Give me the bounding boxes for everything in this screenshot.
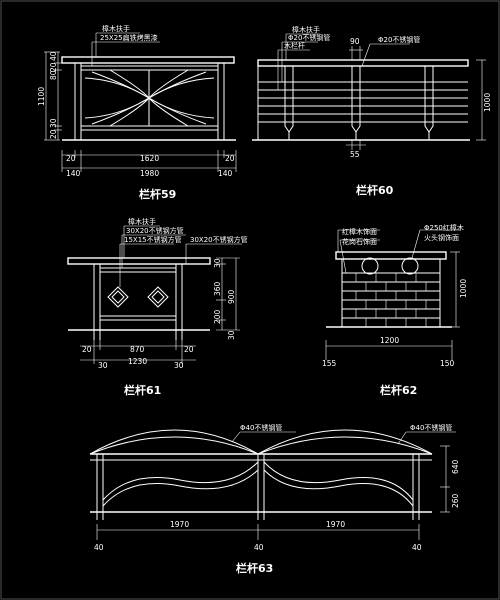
r61-dim-20a: 20 [82,345,92,354]
r61-tube1-label: 30X20不锈钢方管 [126,226,184,235]
r60-pipe-label: Φ20不锈钢管 [378,35,420,44]
railing-63: Φ40不锈钢管 Φ40不锈钢管 640 260 1970 1970 40 40 … [89,423,460,575]
r61-dim-360: 360 [213,281,222,296]
r59-dim-1100: 1100 [37,87,46,106]
r63-dim-1970a: 1970 [170,520,189,529]
r61-handrail-label: 樟木扶手 [128,217,156,226]
r59-dim-1980: 1980 [140,169,159,178]
r61-tube3-label: 30X20不锈钢方管 [190,235,248,244]
r63-dim-260: 260 [451,493,460,508]
r59-dim-20b: 20 [49,129,58,139]
r59-dim-40: 40 [49,51,58,61]
r63-pipe2-label: Φ40不锈钢管 [410,423,452,432]
r60-dim-1000: 1000 [483,93,492,112]
r63-dim-640: 640 [451,459,460,474]
r61-title: 栏杆61 [124,383,161,397]
r62-dim-1200: 1200 [380,336,399,345]
r59-dim-20d: 20 [225,154,235,163]
r63-dim-40a: 40 [94,543,104,552]
r59-dim-20c: 20 [66,154,76,163]
r63-dim-40b: 40 [254,543,264,552]
railing-59: 樟木扶手 25X25扁铁烤黑漆 40 20 80 1100 30 20 20 1… [37,24,237,201]
r61-dim-20b: 20 [184,345,194,354]
r62-wood-label: 红樟木饰面 [342,227,377,236]
r59-dim-30: 30 [49,118,58,128]
r59-dim-140a: 140 [66,169,81,178]
r59-dim-20a: 20 [49,62,58,72]
r62-flower-label: 花岗石饰面 [342,237,377,246]
r63-pipe1-label: Φ40不锈钢管 [240,423,282,432]
r60-dim-55: 55 [350,150,360,159]
r62-dim-155: 155 [322,359,337,368]
r59-title: 栏杆59 [139,187,176,201]
r61-dim-30b: 30 [227,330,236,340]
r61-dim-870: 870 [130,345,145,354]
r62-dim-1000: 1000 [459,279,468,298]
r62-pipe-label: Φ250红樟木 [424,223,464,232]
railing-62: 红樟木饰面 花岗石饰面 Φ250红樟木 火头钢饰面 1000 1200 155 … [322,223,468,397]
r61-tube2-label: 15X15不锈钢方管 [124,235,182,244]
r59-dim-1620: 1620 [140,154,159,163]
railing-61: 樟木扶手 30X20不锈钢方管 15X15不锈钢方管 30X20不锈钢方管 30… [67,217,248,397]
r61-dim-30a: 30 [213,258,222,268]
r63-title: 栏杆63 [236,561,273,575]
railing-60: 樟木扶手 Φ20不锈钢管 木栏杆 Φ20不锈钢管 90 1000 55 栏杆60 [252,25,492,197]
r60-dim-90: 90 [350,37,360,46]
r60-post-label: 木栏杆 [284,41,305,50]
r62-dim-150: 150 [440,359,455,368]
r59-dim-140b: 140 [218,169,233,178]
r59-tube-label: 25X25扁铁烤黑漆 [100,33,158,42]
r61-dim-200: 200 [213,309,222,324]
r60-tube-label: Φ20不锈钢管 [288,33,330,42]
r62-title: 栏杆62 [380,383,417,397]
r59-handrail-label: 樟木扶手 [102,24,130,33]
r59-dim-80: 80 [49,70,58,80]
r62-pipe2-label: 火头钢饰面 [424,233,459,242]
r60-handrail-label: 樟木扶手 [292,25,320,34]
r61-dim-1230: 1230 [128,357,147,366]
r61-dim-900: 900 [227,289,236,304]
r61-dim-30d: 30 [174,361,184,370]
r61-dim-30c: 30 [98,361,108,370]
r63-dim-40c: 40 [412,543,422,552]
r63-dim-1970b: 1970 [326,520,345,529]
r60-title: 栏杆60 [356,183,394,197]
